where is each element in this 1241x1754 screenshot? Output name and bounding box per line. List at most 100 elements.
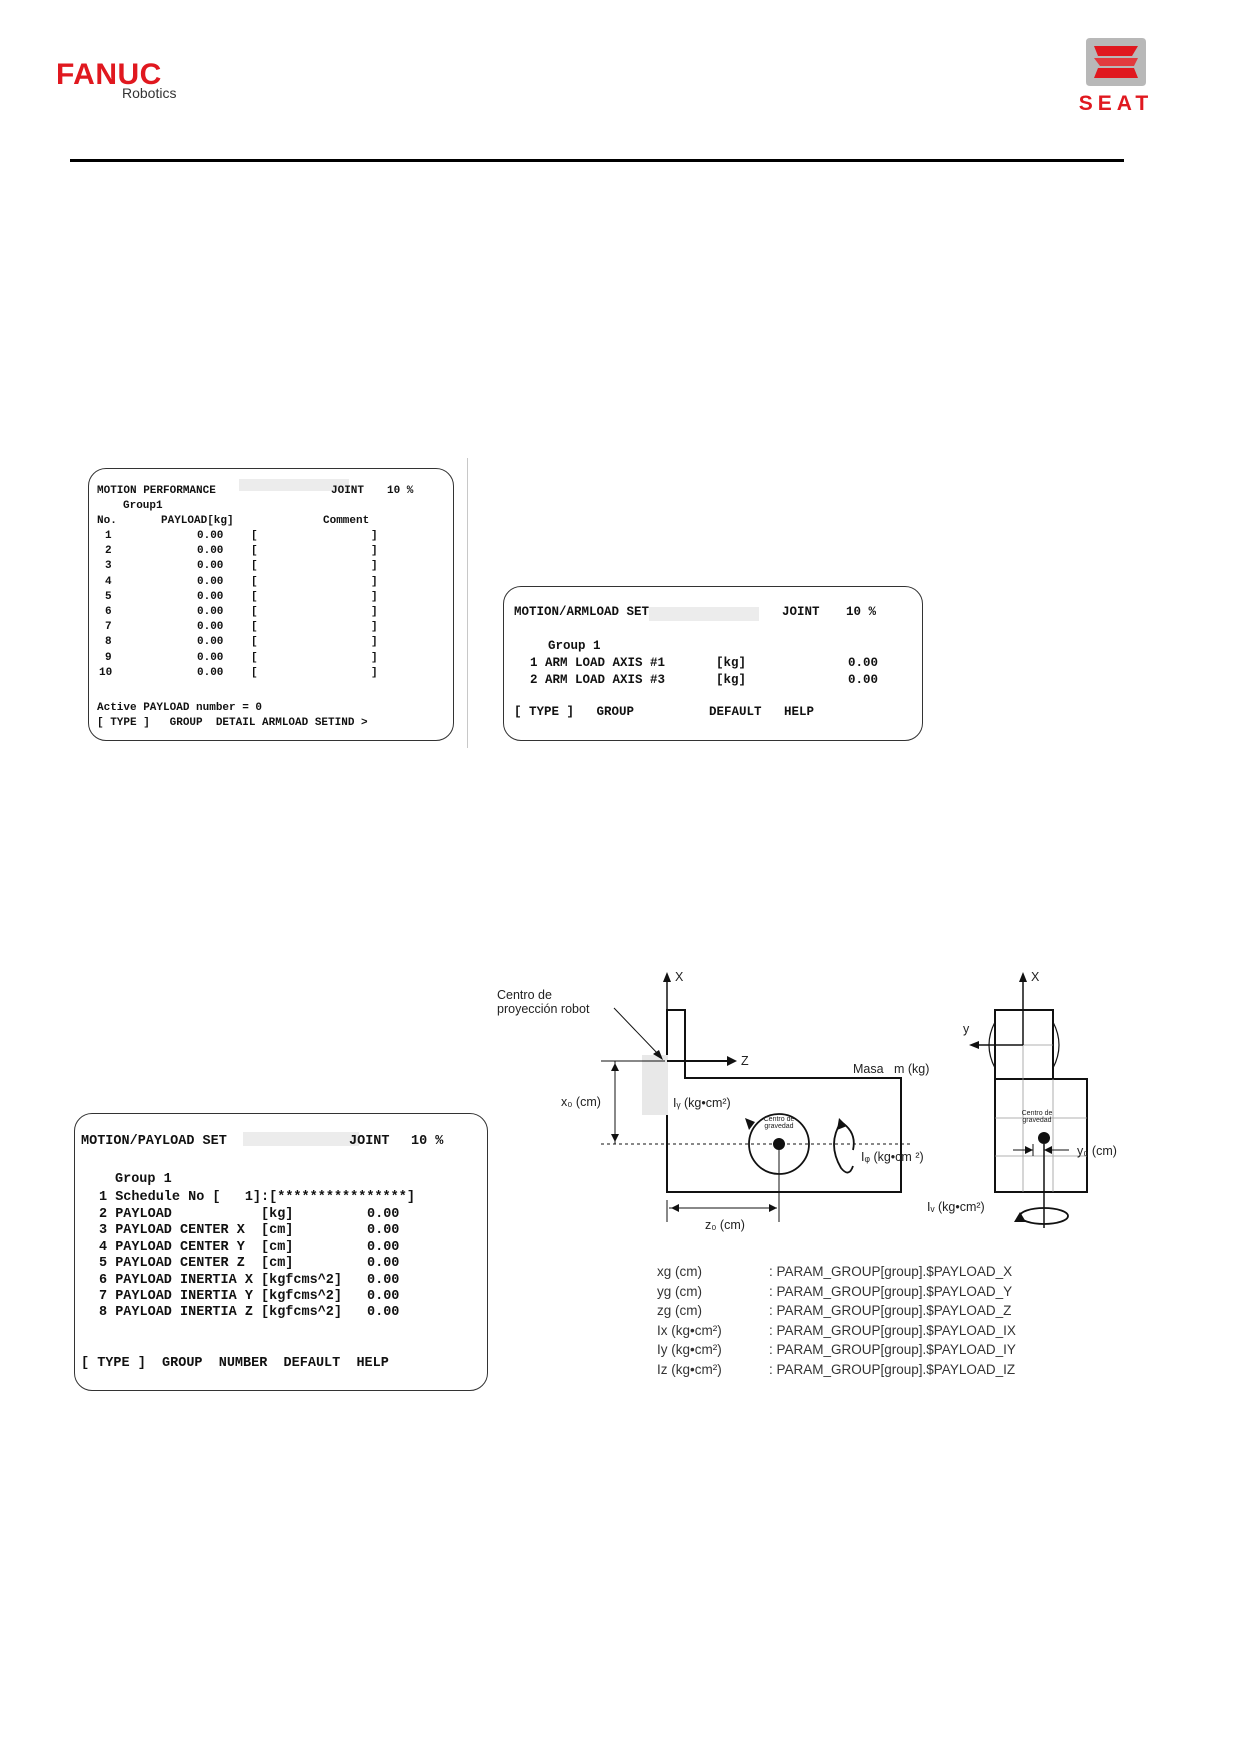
payload-row-value[interactable]: 0.00 <box>197 530 224 542</box>
payload-item-label[interactable]: 3 PAYLOAD CENTER X <box>99 1223 245 1239</box>
payload-item-unit: [cm] <box>261 1256 294 1272</box>
payload-item-label[interactable]: 4 PAYLOAD CENTER Y <box>99 1239 245 1255</box>
seat-logo-text: SEAT <box>1078 92 1154 115</box>
payload-row-number: 1 <box>105 530 112 542</box>
comment-close-bracket: ] <box>371 621 378 634</box>
param-variable: : PARAM_GROUP[group].$PAYLOAD_IY <box>769 1342 1016 1358</box>
mode-label: JOINT <box>349 1134 390 1149</box>
comment-close-bracket: ] <box>371 530 378 542</box>
armload-item-unit: [kg] <box>716 656 747 670</box>
comment-close-bracket: ] <box>371 575 378 588</box>
armload-item-label[interactable]: 2 ARM LOAD AXIS #3 <box>530 673 666 687</box>
payload-row-value[interactable]: 0.00 <box>197 560 224 573</box>
param-symbol: zg (cm) <box>657 1303 702 1319</box>
comment-close-bracket: ] <box>371 560 378 573</box>
comment-close-bracket: ] <box>371 606 378 618</box>
softkey-bar[interactable]: [ TYPE ] GROUP DEFAULT HELP <box>514 705 815 719</box>
payload-row-number: 3 <box>105 560 112 573</box>
armload-item-value[interactable]: 0.00 <box>848 656 879 670</box>
param-symbol: yg (cm) <box>657 1283 702 1299</box>
comment-close-bracket: ] <box>371 651 378 664</box>
comment-open-bracket: [ <box>251 545 258 558</box>
robotics-logo-text: Robotics <box>122 85 177 101</box>
speed-label: 10 % <box>411 1134 444 1149</box>
payload-row-value[interactable]: 0.00 <box>197 545 224 558</box>
screen-title: MOTION/ARMLOAD SET <box>514 605 650 619</box>
comment-close-bracket: ] <box>371 636 378 649</box>
header-rule <box>70 159 1124 162</box>
payload-diagram: Centro de proyección robot X Z x₀ (cm) I… <box>497 960 1137 1390</box>
payload-row-number: 2 <box>105 545 112 558</box>
armload-item-unit: [kg] <box>716 673 747 687</box>
group-label: Group 1 <box>115 1172 172 1187</box>
param-variable: : PARAM_GROUP[group].$PAYLOAD_IZ <box>769 1362 1016 1377</box>
payload-row-value[interactable]: 0.00 <box>197 606 224 618</box>
front-view-lower <box>994 1078 1088 1193</box>
payload-item-value[interactable]: 0.00 <box>367 1207 400 1222</box>
payload-item-unit: [kgfcms^2] <box>261 1272 343 1288</box>
yg-label: y₀ (cm) <box>1077 1144 1117 1158</box>
param-variable: : PARAM_GROUP[group].$PAYLOAD_X <box>769 1264 1013 1279</box>
payload-item-value[interactable]: 0.00 <box>367 1256 400 1272</box>
payload-item-label[interactable]: 5 PAYLOAD CENTER Z <box>99 1256 245 1272</box>
payload-row-number: 9 <box>105 651 112 664</box>
schedule-line[interactable]: 1 Schedule No [ 1]:[****************] <box>99 1190 415 1205</box>
payload-row-value[interactable]: 0.00 <box>197 651 224 664</box>
center-of-gravity-label: Centro de gravedad <box>763 1116 795 1130</box>
payload-item-label[interactable]: 7 PAYLOAD INERTIA Y <box>99 1289 253 1304</box>
payload-row-value[interactable]: 0.00 <box>197 636 224 649</box>
mode-label: JOINT <box>331 485 365 497</box>
param-variable: : PARAM_GROUP[group].$PAYLOAD_Y <box>769 1283 1013 1299</box>
payload-item-label[interactable]: 6 PAYLOAD INERTIA X <box>99 1272 253 1288</box>
column-header-no: No. <box>97 515 117 527</box>
payload-item-value[interactable]: 0.00 <box>367 1272 400 1288</box>
active-payload-line: Active PAYLOAD number = 0 <box>97 702 263 714</box>
payload-item-unit: [kgfcms^2] <box>261 1289 343 1304</box>
comment-close-bracket: ] <box>371 666 378 679</box>
armload-item-label[interactable]: 1 ARM LOAD AXIS #1 <box>530 656 666 670</box>
softkey-bar[interactable]: [ TYPE ] GROUP DETAIL ARMLOAD SETIND > <box>97 717 368 729</box>
x-axis-label-front: X <box>1031 970 1040 984</box>
payload-item-value[interactable]: 0.00 <box>367 1239 400 1255</box>
param-symbol: Ix (kg•cm²) <box>657 1322 722 1338</box>
seat-logo: SEAT <box>1056 36 1176 116</box>
softkey-bar[interactable]: [ TYPE ] GROUP NUMBER DEFAULT HELP <box>81 1356 389 1371</box>
payload-item-label[interactable]: 2 PAYLOAD <box>99 1207 172 1222</box>
group-label: Group 1 <box>548 639 601 653</box>
payload-item-value[interactable]: 0.00 <box>367 1289 400 1304</box>
mode-label: JOINT <box>782 605 820 619</box>
motion-performance-screen: MOTION PERFORMANCE JOINT 10 % Group1 No.… <box>88 468 454 741</box>
divider <box>467 458 468 748</box>
comment-open-bracket: [ <box>251 636 258 649</box>
comment-close-bracket: ] <box>371 590 378 603</box>
comment-open-bracket: [ <box>251 575 258 588</box>
payload-row-value[interactable]: 0.00 <box>197 666 224 679</box>
payload-row-number: 6 <box>105 606 112 618</box>
payload-item-unit: [kgfcms^2] <box>261 1305 343 1321</box>
xg-label: x₀ (cm) <box>561 1095 601 1109</box>
param-variable: : PARAM_GROUP[group].$PAYLOAD_Z <box>769 1303 1012 1319</box>
comment-open-bracket: [ <box>251 606 258 618</box>
group-label: Group1 <box>123 500 163 512</box>
comment-open-bracket: [ <box>251 651 258 664</box>
payload-item-value[interactable]: 0.00 <box>367 1223 400 1239</box>
payload-row-value[interactable]: 0.00 <box>197 621 224 634</box>
payload-row-value[interactable]: 0.00 <box>197 590 224 603</box>
seat-emblem-icon <box>1086 38 1146 86</box>
payload-item-label[interactable]: 8 PAYLOAD INERTIA Z <box>99 1305 253 1321</box>
armload-item-value[interactable]: 0.00 <box>848 673 879 687</box>
side-view-body <box>666 1009 902 1193</box>
x-axis-label: X <box>675 970 684 984</box>
payload-item-value[interactable]: 0.00 <box>367 1305 400 1321</box>
payload-item-unit: [kg] <box>261 1207 294 1222</box>
param-symbol: xg (cm) <box>657 1264 702 1279</box>
column-header-comment: Comment <box>323 515 370 527</box>
comment-open-bracket: [ <box>251 666 258 679</box>
iz-label: Iᵩ (kg•cm ²) <box>861 1150 924 1164</box>
payload-row-number: 4 <box>105 575 112 588</box>
armload-set-screen: MOTION/ARMLOAD SET JOINT 10 % Group 1 1 … <box>503 586 923 741</box>
payload-row-value[interactable]: 0.00 <box>197 575 224 588</box>
z-axis-label: Z <box>741 1054 749 1068</box>
fanuc-logo-text: FANUC <box>56 58 162 91</box>
payload-row-number: 5 <box>105 590 112 603</box>
